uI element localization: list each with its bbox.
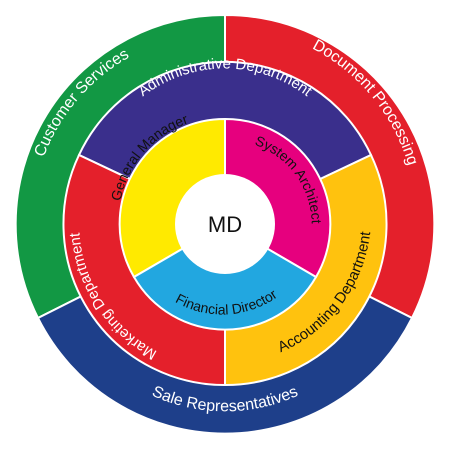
inner-segment-financial-director — [132, 222, 318, 331]
center-label: MD — [208, 212, 242, 237]
center-circle — [175, 174, 275, 274]
